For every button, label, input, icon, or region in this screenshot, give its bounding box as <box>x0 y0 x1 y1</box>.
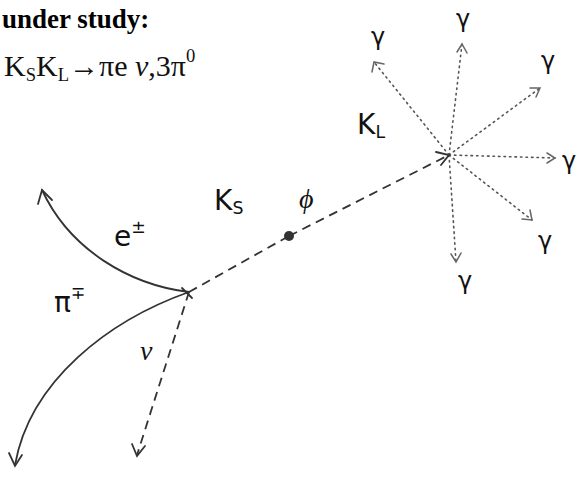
photon-heads <box>372 44 555 262</box>
symbol: e <box>114 220 131 253</box>
symbol: →πe <box>69 49 127 82</box>
photon-line <box>449 44 462 155</box>
photon-label: γ <box>562 148 576 174</box>
superscript: ± <box>131 217 146 237</box>
photon-lines <box>374 44 555 262</box>
electron-track <box>42 190 189 292</box>
symbol: K <box>357 108 375 141</box>
particle-label: ν <box>140 336 152 367</box>
pion-track <box>15 292 189 465</box>
arrow-head <box>38 190 52 204</box>
subscript: S <box>26 64 36 85</box>
particle-label: e± <box>114 218 146 253</box>
symbol: K <box>36 49 58 82</box>
arrow-head <box>9 453 22 466</box>
subscript: S <box>232 198 243 218</box>
symbol: ,3π <box>148 49 186 82</box>
symbol: π <box>54 286 71 319</box>
arrow-head <box>522 210 532 220</box>
superscript: 0 <box>186 45 195 66</box>
photon-line <box>449 155 555 158</box>
photon-label: γ <box>456 6 470 32</box>
arrow-head <box>132 444 145 456</box>
photon-line <box>449 155 532 220</box>
arrow-head <box>530 88 540 97</box>
particle-label: KS <box>214 186 243 218</box>
heads <box>132 152 449 456</box>
decay-formula: KSKL→πeν,3π0 <box>4 46 195 85</box>
arrow-head <box>457 44 467 53</box>
symbol: γ <box>456 5 470 33</box>
photon-line <box>449 155 456 262</box>
arrow-head <box>372 62 384 72</box>
particle-label: ϕ <box>299 184 314 215</box>
superscript: ∓ <box>71 283 86 303</box>
symbol: γ <box>541 47 555 75</box>
symbol: γ <box>538 227 552 255</box>
symbol: γ <box>562 147 576 175</box>
kaon-lines <box>137 156 447 455</box>
photon-label: γ <box>538 228 552 254</box>
heading: under study: <box>2 4 149 35</box>
arrow-head <box>451 253 461 262</box>
subscript: L <box>375 122 385 142</box>
photon-label: γ <box>371 24 385 50</box>
symbol: γ <box>458 267 472 295</box>
phi-dot <box>284 231 294 241</box>
symbol: ν <box>135 49 148 82</box>
subscript: L <box>58 64 69 85</box>
particle-label: KL <box>357 110 385 142</box>
symbol: γ <box>371 23 385 51</box>
photon-line <box>374 62 449 155</box>
photon-line <box>449 88 540 155</box>
symbol: K <box>4 49 26 82</box>
symbol: ν <box>140 335 152 366</box>
arrow-head <box>436 152 449 165</box>
vertex-mark <box>182 288 192 298</box>
photon-label: γ <box>541 48 555 74</box>
charged-tracks <box>9 190 192 466</box>
kl-line <box>289 156 447 236</box>
photon-label: γ <box>458 268 472 294</box>
ks-line <box>189 236 289 292</box>
symbol: K <box>214 184 232 217</box>
neutrino-line <box>137 292 189 455</box>
arrow-head <box>547 153 555 163</box>
particle-label: π∓ <box>54 284 85 319</box>
symbol: ϕ <box>299 183 314 214</box>
